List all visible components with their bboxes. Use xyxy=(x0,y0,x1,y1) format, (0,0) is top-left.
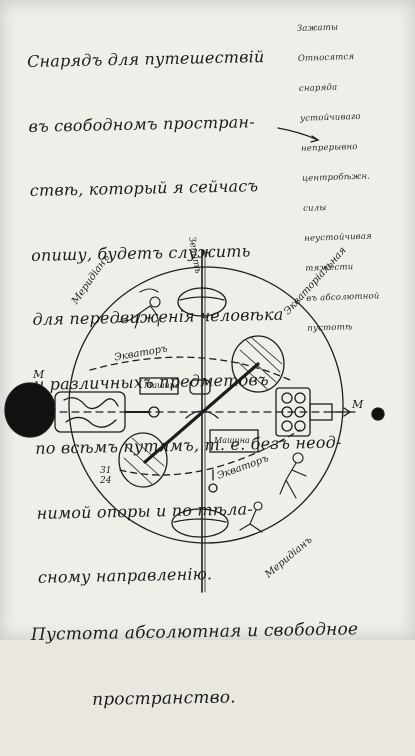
label-m-left: M xyxy=(33,368,45,381)
label-machine-top: Машина xyxy=(144,381,180,390)
figure-top-left xyxy=(117,288,161,329)
left-mirror xyxy=(118,432,168,488)
top-disc xyxy=(177,287,227,317)
machine-box-top xyxy=(139,377,179,395)
machine-box-bottom xyxy=(209,429,259,453)
figure-bottom-center xyxy=(239,501,263,533)
caption-bottom-line: Пустота абсолютная и свободное xyxy=(30,619,359,645)
manuscript-page: Снарядъ для путешествій въ свободномъ пр… xyxy=(4,22,385,710)
center-hub xyxy=(189,379,211,395)
vessel-circle xyxy=(68,266,344,544)
bottom-disc xyxy=(171,508,229,538)
right-mirror xyxy=(231,335,285,393)
note-pointer xyxy=(277,127,319,141)
left-tank xyxy=(4,382,56,438)
figure-bottom-right xyxy=(279,452,307,499)
caption-bottom-line: пространство. xyxy=(91,687,236,710)
equator-arc xyxy=(89,356,291,381)
diagonal-rod xyxy=(143,362,260,464)
right-m-dot xyxy=(371,407,385,421)
caption-bottom: Пустота абсолютная и свободное пространс… xyxy=(30,574,360,756)
note-pointer-head xyxy=(310,135,320,143)
label-machine-bottom: Машина xyxy=(214,436,250,445)
vessel-drawing xyxy=(4,127,385,593)
label-side-numbers: 31 24 xyxy=(100,466,112,486)
label-m-right: M xyxy=(352,398,364,411)
